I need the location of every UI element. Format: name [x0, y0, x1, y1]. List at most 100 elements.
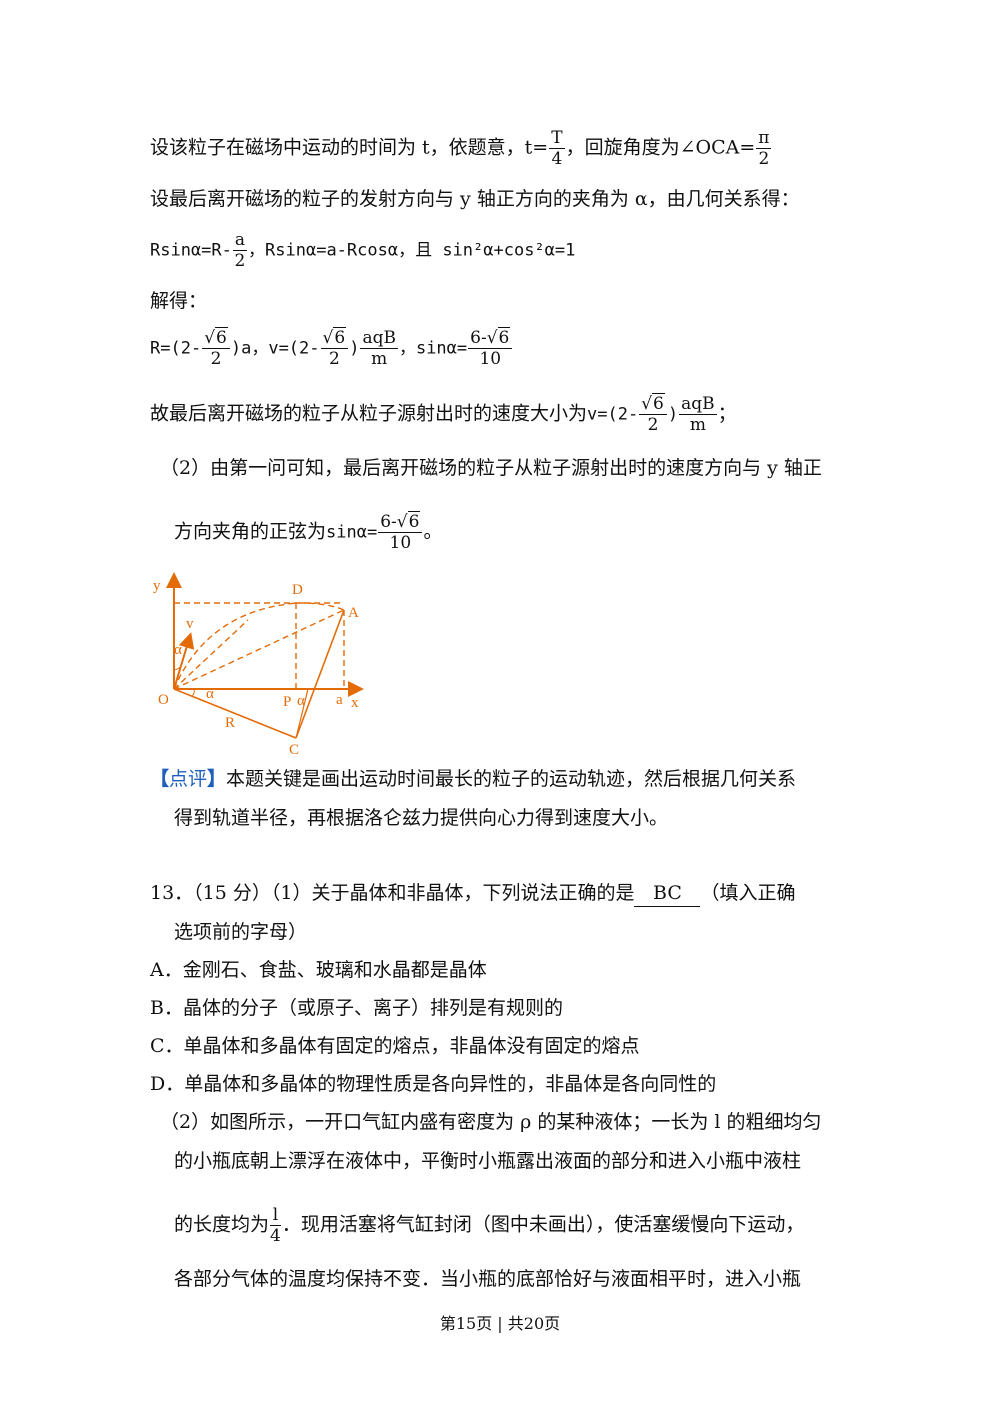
label-alpha-x: α: [206, 686, 214, 702]
review-line2: 得到轨道半径，再根据洛仑兹力提供向心力得到速度大小。: [174, 807, 669, 829]
radicand: 6: [333, 327, 347, 348]
label-alpha-P: α: [297, 693, 305, 709]
question-text: （填入正确: [700, 882, 796, 904]
text-segment: 设该粒子在磁场中运动的时间为 t，依题意，t=: [150, 136, 549, 159]
denominator: 10: [389, 533, 412, 553]
question-13-line2: 选项前的字母）: [174, 921, 308, 943]
option-B: B．晶体的分子（或原子、离子）排列是有规则的: [150, 997, 563, 1019]
velocity-vector: [173, 632, 195, 690]
label-C: C: [289, 742, 299, 758]
option-D: D．单晶体和多晶体的物理性质是各向异性的，非晶体是各向同性的: [150, 1073, 717, 1095]
text-segment: 的长度均为: [174, 1213, 270, 1236]
radicand: 6: [407, 511, 421, 532]
sqrt: √6: [486, 327, 511, 348]
review-bracket-open: 【: [150, 768, 170, 790]
numerator: aqB: [679, 394, 717, 415]
denominator: 2: [758, 149, 770, 169]
option-C: C．单晶体和多晶体有固定的熔点，非晶体没有固定的熔点: [150, 1035, 640, 1057]
label-x: x: [351, 695, 359, 711]
equation-segment: )a，v=(2-: [230, 338, 320, 359]
numerator: π: [756, 128, 772, 149]
numerator: 6-√6: [468, 327, 513, 349]
solution-part2-line1: （2）由第一问可知，最后离开磁场的粒子从粒子源射出时的速度方向与 y 轴正: [160, 457, 822, 479]
denominator: 4: [551, 149, 563, 169]
label-a-right: a: [336, 692, 343, 708]
numerator-part: 6-: [470, 328, 487, 348]
equation-segment: ): [349, 338, 360, 359]
part2-line4: 各部分气体的温度均保持不变．当小瓶的底部恰好与液面相平时，进入小瓶: [174, 1268, 802, 1290]
label-P: P: [283, 694, 291, 710]
line-PC: [295, 688, 309, 739]
denominator: m: [689, 415, 706, 435]
text-segment: 故最后离开磁场的粒子从粒子源射出时的速度大小为: [150, 402, 588, 425]
radicand: 6: [652, 393, 665, 414]
solution-label-solve: 解得：: [150, 290, 208, 312]
review-line1: 【点评】本题关键是画出运动时间最长的粒子的运动轨迹，然后根据几何关系: [150, 766, 796, 792]
equation-segment: v=(2-: [587, 404, 639, 425]
page-footer: 第15页 | 共20页: [439, 1314, 561, 1333]
dashed-chord-OA: [173, 609, 345, 690]
label-alpha-y: α: [174, 642, 182, 658]
radicand: 6: [497, 327, 511, 348]
text-segment: 。: [423, 520, 443, 543]
dashed-chord-OD: [173, 619, 249, 690]
question-text: 13．（15 分）（1）关于晶体和非晶体，下列说法正确的是: [150, 882, 635, 904]
equation-segment: ，Rsinα=a-Rcosα，且 sin²α+cos²α=1: [248, 240, 576, 261]
equation-segment: ，sinα=: [398, 338, 468, 359]
label-A: A: [348, 605, 359, 621]
part2-line2: 的小瓶底朝上漂浮在液体中，平衡时小瓶露出液面的部分和进入小瓶中液柱: [174, 1150, 802, 1172]
geometry-diagram: y x O D A P C R v α α α a: [153, 572, 364, 758]
text-segment: 方向夹角的正弦为: [174, 520, 327, 543]
numerator-part: 6-: [380, 512, 397, 532]
sqrt: √6: [641, 393, 665, 414]
denominator: 10: [479, 349, 502, 369]
numerator: l: [270, 1205, 281, 1226]
label-y: y: [153, 578, 161, 594]
denominator: 2: [328, 349, 340, 369]
numerator: T: [549, 128, 565, 149]
numerator: √6: [320, 327, 349, 349]
angle-arc-alpha-y: [173, 665, 182, 671]
numerator: aqB: [360, 328, 398, 349]
radius-OC: [173, 688, 297, 739]
radicand: 6: [215, 327, 228, 348]
label-D: D: [292, 582, 303, 598]
equation-segment: sinα=: [326, 522, 378, 543]
label-v: v: [186, 616, 194, 632]
denominator: 2: [210, 349, 222, 369]
numerator: 6-√6: [378, 511, 423, 533]
review-bracket-close: 】: [207, 768, 227, 790]
numerator: √6: [202, 327, 230, 349]
text-segment: ．现用活塞将气缸封闭（图中未画出），使活塞缓慢向下运动，: [281, 1213, 805, 1236]
part2-line1: （2）如图所示，一开口气缸内盛有密度为 ρ 的某种液体；一长为 l 的粗细均匀: [160, 1111, 822, 1133]
angle-arc-alpha-x: [191, 688, 195, 697]
label-R: R: [225, 715, 235, 731]
solution-line-angle: 设最后离开磁场的粒子的发射方向与 y 轴正方向的夹角为 α，由几何关系得：: [150, 188, 800, 210]
text-segment: ；: [717, 402, 737, 425]
denominator: 2: [234, 251, 246, 271]
dashed-trajectory-arc: [173, 602, 345, 690]
sqrt: √6: [204, 327, 228, 348]
sqrt: √6: [322, 327, 347, 348]
sqrt: √6: [396, 511, 421, 532]
option-A: A．金刚石、食盐、玻璃和水晶都是晶体: [150, 959, 487, 981]
radius-CA: [295, 609, 345, 739]
denominator: m: [371, 349, 388, 369]
review-text: 本题关键是画出运动时间最长的粒子的运动轨迹，然后根据几何关系: [226, 768, 797, 790]
